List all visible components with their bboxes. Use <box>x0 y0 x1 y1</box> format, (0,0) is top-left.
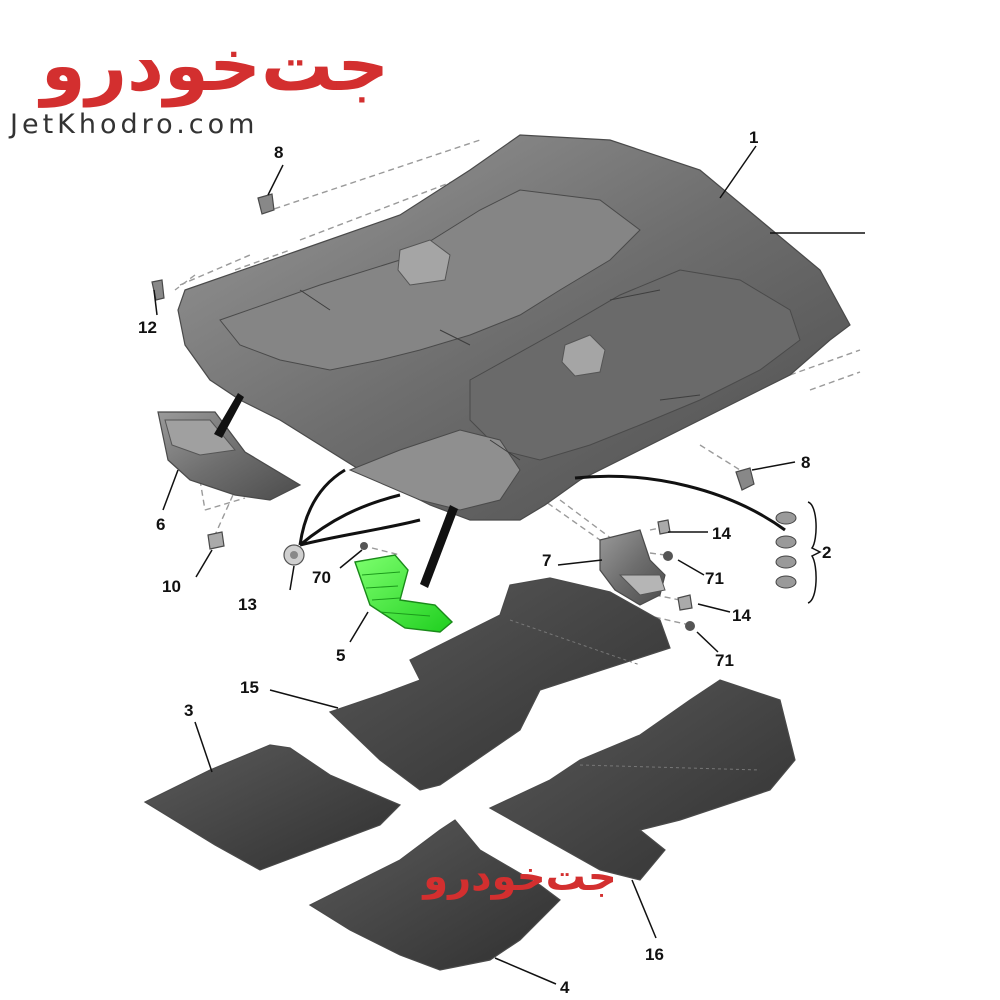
arrow-pointer-left <box>214 393 244 438</box>
callout-71-upper: 71 <box>705 569 724 588</box>
callout-2: 2 <box>822 543 831 562</box>
callout-14-lower: 14 <box>732 606 751 625</box>
callout-6: 6 <box>156 515 165 534</box>
watermark-logo: جت‌خودرو <box>421 854 617 900</box>
mat-part-4 <box>308 819 561 971</box>
callout-16: 16 <box>645 945 664 964</box>
mat-part-16-seam <box>579 764 761 771</box>
callout-4: 4 <box>560 978 570 997</box>
clip-part-70 <box>360 542 368 550</box>
callout-8-lower: 8 <box>801 453 810 472</box>
clip-part-10 <box>207 531 225 550</box>
mat-part-16 <box>488 679 796 881</box>
callout-7: 7 <box>542 551 551 570</box>
logo-text: جت‌خودرو <box>38 23 389 108</box>
callout-labels: 1 2 3 4 5 6 7 8 8 10 12 13 14 14 15 16 7… <box>138 128 831 997</box>
clip-part-8-lower <box>735 467 755 491</box>
washers-part-2 <box>775 511 797 589</box>
brace-part-2 <box>807 501 822 604</box>
assembly-guide-lines <box>174 139 861 626</box>
callout-5: 5 <box>336 646 345 665</box>
insulator-part-5-highlighted <box>354 554 454 633</box>
brand-logo: جت‌خودرو JetKhodro.com <box>8 23 389 140</box>
callout-13: 13 <box>238 595 257 614</box>
mat-part-3 <box>143 744 402 871</box>
callout-3: 3 <box>184 701 193 720</box>
side-panel-part-6 <box>157 411 302 501</box>
callout-15: 15 <box>240 678 259 697</box>
leader-lines <box>153 145 865 985</box>
callout-71-lower: 71 <box>715 651 734 670</box>
fasteners <box>657 519 695 631</box>
bracket-part-7 <box>599 529 666 606</box>
callout-12: 12 <box>138 318 157 337</box>
callout-10: 10 <box>162 577 181 596</box>
callout-14-upper: 14 <box>712 524 731 543</box>
callout-70: 70 <box>312 568 331 587</box>
clip-part-8-upper <box>257 193 275 215</box>
arrow-pointer-center <box>420 505 458 588</box>
callout-1: 1 <box>749 128 758 147</box>
grommet-part-13 <box>283 544 305 566</box>
clip-part-12 <box>151 279 165 301</box>
mat-part-15 <box>328 577 671 791</box>
callout-8-upper: 8 <box>274 143 283 162</box>
logo-url: JetKhodro.com <box>8 109 258 140</box>
cable-lines <box>298 468 786 547</box>
floor-carpet-main <box>177 134 851 521</box>
mat-part-15-seam <box>509 619 641 666</box>
